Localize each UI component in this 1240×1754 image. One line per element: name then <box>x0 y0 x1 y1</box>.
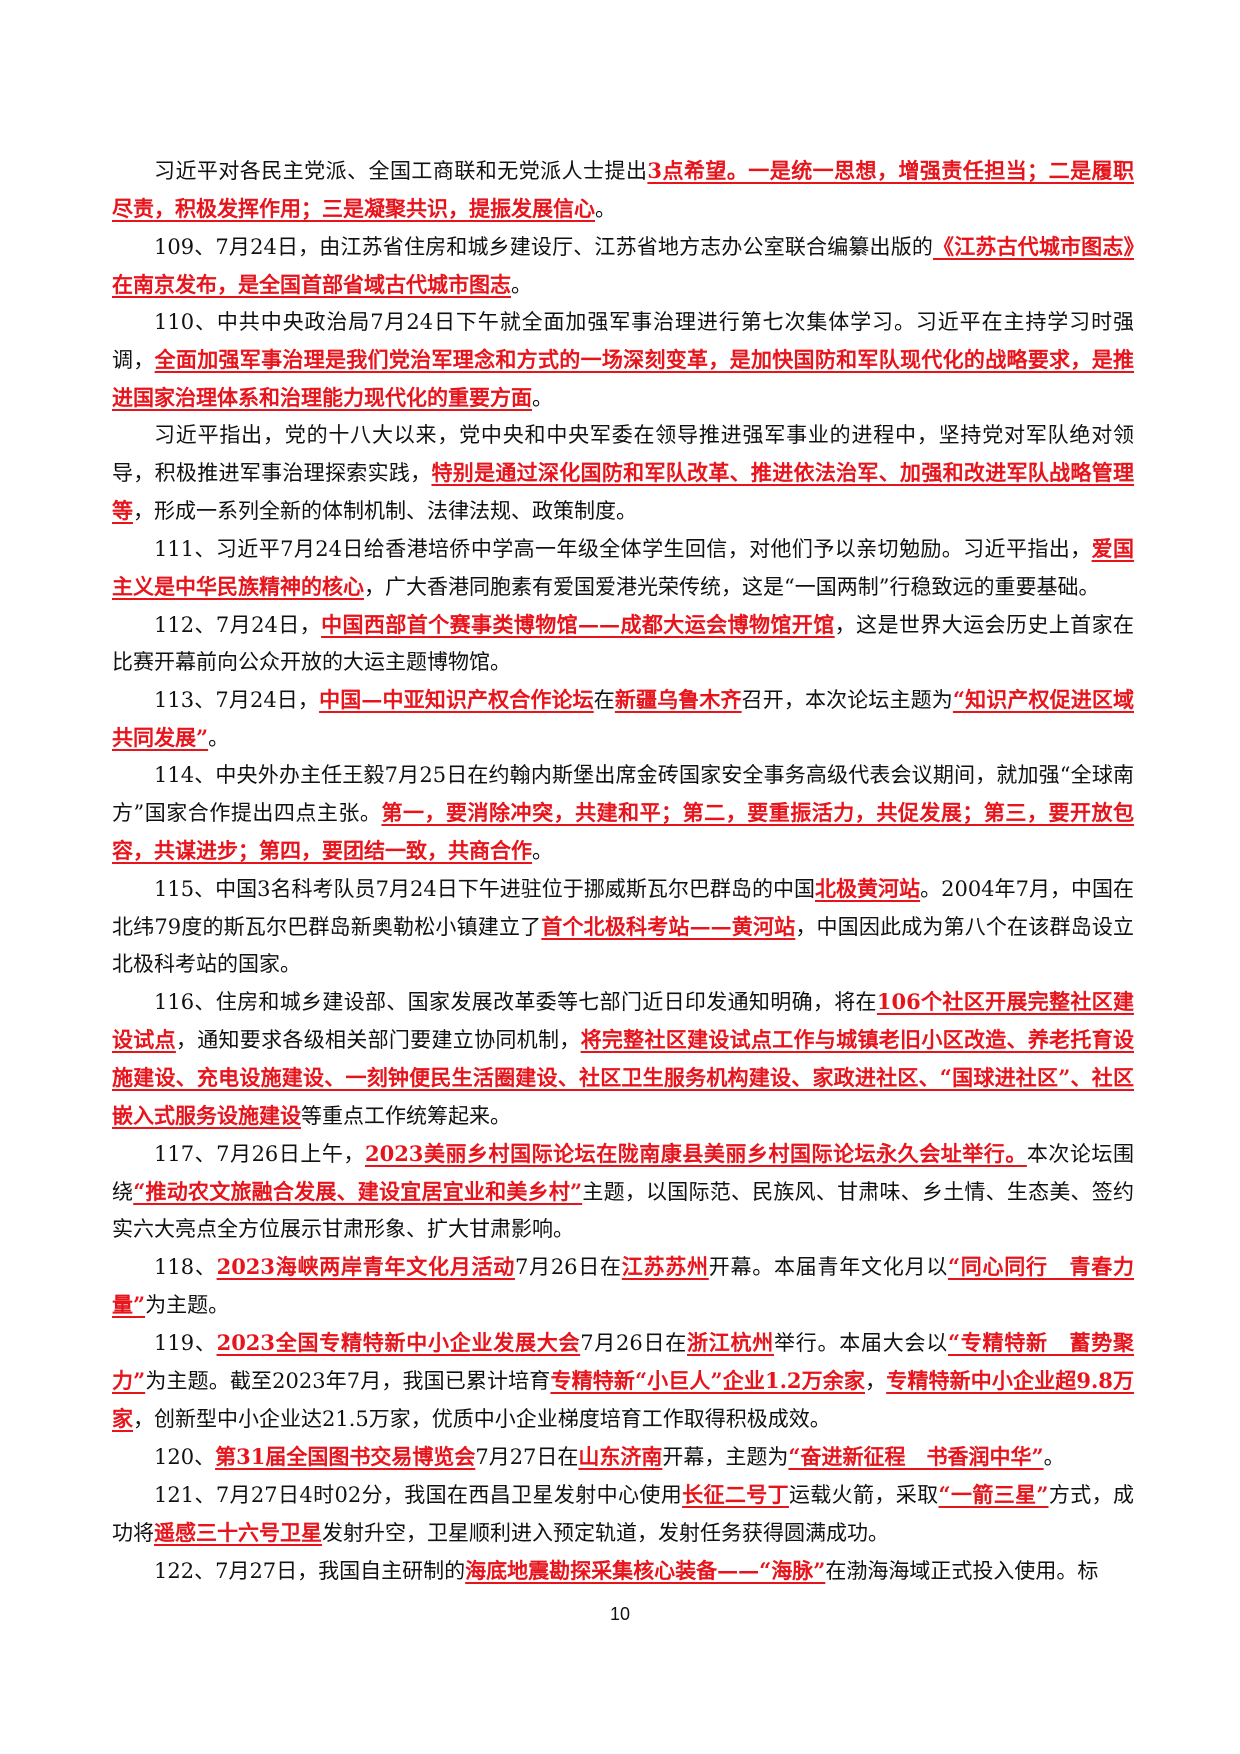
body-text: 在 <box>593 688 615 712</box>
highlighted-text: 长征二号丁 <box>682 1482 789 1507</box>
body-text: 122、7月27日，我国自主研制的 <box>154 1559 466 1583</box>
paragraph: 119、2023全国专精特新中小企业发展大会7月26日在浙江杭州举行。本届大会以… <box>112 1324 1134 1438</box>
body-text: 110、中共中央政治局7月24日下午就全面加强军事治理进行第七次集体学习。习近平… <box>112 310 1134 372</box>
paragraph: 117、7月26日上午，2023美丽乡村国际论坛在陇南康县美丽乡村国际论坛永久会… <box>112 1135 1134 1248</box>
body-text: 开幕，主题为 <box>662 1445 789 1469</box>
highlighted-text: 中国西部首个赛事类博物馆——成都大运会博物馆开馆 <box>321 612 835 637</box>
body-text: 。 <box>532 386 553 410</box>
body-text: 117、7月26日上午， <box>154 1142 365 1166</box>
highlighted-text: 3点希望。一是统一思想，增强责任担当；二是履职尽责，积极发挥作用；三是凝聚共识，… <box>112 158 1134 221</box>
body-text: 。 <box>1043 1445 1065 1469</box>
highlighted-text: 爱国主义是中华民族精神的核心 <box>112 536 1134 599</box>
paragraph: 121、7月27日4时02分，我国在西昌卫星发射中心使用长征二号丁运载火箭，采取… <box>112 1476 1134 1552</box>
body-text: ，通知要求各级相关部门要建立协同机制， <box>175 1028 581 1052</box>
highlighted-text: 特别是通过深化国防和军队改革、推进依法治军、加强和改进军队战略管理等 <box>112 460 1134 523</box>
body-text: 等重点工作统筹起来。 <box>301 1104 511 1128</box>
body-text: 。 <box>208 726 230 750</box>
highlighted-text: 浙江杭州 <box>687 1330 774 1355</box>
body-text: 。 <box>532 839 553 863</box>
paragraph: 114、中央外办主任王毅7月25日在约翰内斯堡出席金砖国家安全事务高级代表会议期… <box>112 757 1134 870</box>
body-text: 120、 <box>154 1445 216 1469</box>
highlighted-text: 2023海峡两岸青年文化月活动 <box>216 1254 515 1279</box>
highlighted-text: “专精特新 蓄势聚力” <box>112 1330 1135 1393</box>
highlighted-text: 2023全国专精特新中小企业发展大会 <box>216 1330 581 1355</box>
body-text: ，创新型中小企业达21.5万家，优质中小企业梯度培育工作取得积极成效。 <box>133 1407 831 1431</box>
paragraph: 109、7月24日，由江苏省住房和城乡建设厅、江苏省地方志办公室联合编纂出版的《… <box>112 228 1134 304</box>
body-text: 111、习近平7月24日给香港培侨中学高一年级全体学生回信，对他们予以亲切勉励。… <box>154 537 1092 561</box>
paragraph: 118、2023海峡两岸青年文化月活动7月26日在江苏苏州开幕。本届青年文化月以… <box>112 1248 1134 1324</box>
document-body: 习近平对各民主党派、全国工商联和无党派人士提出3点希望。一是统一思想，增强责任担… <box>112 152 1134 1590</box>
highlighted-text: 北极黄河站 <box>815 876 921 901</box>
body-text: ，这是世界大运会历史上首家在比赛开幕前向公众开放的大运主题博物馆。 <box>112 613 1135 674</box>
highlighted-text: 海底地震勘探采集核心装备——“海脉” <box>465 1558 826 1583</box>
paragraph: 120、第31届全国图书交易博览会7月27日在山东济南开幕，主题为“奋进新征程 … <box>112 1438 1134 1476</box>
body-text: 109、7月24日，由江苏省住房和城乡建设厅、江苏省地方志办公室联合编纂出版的 <box>154 235 934 259</box>
highlighted-text: “同心同行 青春力量” <box>112 1254 1135 1317</box>
body-text: ，形成一系列全新的体制机制、法律法规、政策制度。 <box>133 499 637 523</box>
highlighted-text: 首个北极科考站——黄河站 <box>541 914 796 939</box>
highlighted-text: 106个社区开展完整社区建设试点 <box>112 989 1134 1052</box>
body-text: 主题，以国际范、民族风、甘肃味、乡土情、生态美、签约实六大亮点全方位展示甘肃形象… <box>112 1180 1135 1241</box>
highlighted-text: 第一，要消除冲突，共建和平；第二，要重振活力，共促发展；第三，要开放包容，共谋进… <box>112 800 1134 863</box>
paragraph: 116、住房和城乡建设部、国家发展改革委等七部门近日印发通知明确，将在106个社… <box>112 983 1134 1135</box>
body-text: 112、7月24日， <box>154 613 322 637</box>
body-text: 为主题。 <box>145 1293 230 1317</box>
page-number: 10 <box>609 1604 631 1624</box>
paragraph: 115、中国3名科考队员7月24日下午进驻位于挪威斯瓦尔巴群岛的中国北极黄河站。… <box>112 870 1134 983</box>
body-text: 方式，成功将 <box>112 1483 1134 1545</box>
highlighted-text: 全面加强军事治理是我们党治军理念和方式的一场深刻变革，是加快国防和军队现代化的战… <box>112 347 1135 410</box>
highlighted-text: 遥感三十六号卫星 <box>154 1520 322 1545</box>
body-text: 举行。本届大会以 <box>774 1331 948 1355</box>
body-text: 118、 <box>154 1255 217 1279</box>
paragraph: 110、中共中央政治局7月24日下午就全面加强军事治理进行第七次集体学习。习近平… <box>112 304 1134 417</box>
highlighted-text: 专精特新“小巨人”企业1.2万余家 <box>550 1368 866 1393</box>
body-text: 习近平指出，党的十八大以来，党中央和中央军委在领导推进强军事业的进程中，坚持党对… <box>112 423 1134 485</box>
body-text: 113、7月24日， <box>154 688 320 712</box>
body-text: 习近平对各民主党派、全国工商联和无党派人士提出 <box>154 159 648 183</box>
body-text: 在渤海海域正式投入使用。标 <box>825 1559 1099 1583</box>
body-text: 为主题。截至2023年7月，我国已累计培育 <box>145 1369 551 1393</box>
body-text: 7月27日在 <box>475 1445 579 1469</box>
highlighted-text: 《江苏古代城市图志》在南京发布，是全国首部省域古代城市图志 <box>112 234 1134 297</box>
highlighted-text: 新疆乌鲁木齐 <box>614 687 742 712</box>
highlighted-text: 江苏苏州 <box>621 1254 709 1279</box>
highlighted-text: 将完整社区建设试点工作与城镇老旧小区改造、养老托育设施建设、充电设施建设、一刻钟… <box>112 1027 1135 1128</box>
highlighted-text: 专精特新中小企业超9.8万家 <box>112 1368 1134 1431</box>
body-text: 。 <box>595 197 616 221</box>
body-text: 开幕。本届青年文化月以 <box>708 1255 948 1279</box>
body-text: 。 <box>511 273 532 297</box>
body-text: 召开，本次论坛主题为 <box>741 688 953 712</box>
body-text: ， <box>865 1369 887 1393</box>
body-text: 运载火箭，采取 <box>788 1483 939 1507</box>
body-text: 115、中国3名科考队员7月24日下午进驻位于挪威斯瓦尔巴群岛的中国 <box>154 877 815 901</box>
highlighted-text: “一箭三星” <box>938 1482 1049 1507</box>
paragraph: 习近平指出，党的十八大以来，党中央和中央军委在领导推进强军事业的进程中，坚持党对… <box>112 417 1134 530</box>
paragraph: 111、习近平7月24日给香港培侨中学高一年级全体学生回信，对他们予以亲切勉励。… <box>112 530 1134 606</box>
body-text: 发射升空，卫星顺利进入预定轨道，发射任务获得圆满成功。 <box>322 1521 889 1545</box>
highlighted-text: “推动农文旅融合发展、建设宜居宜业和美乡村” <box>133 1179 583 1204</box>
body-text: 116、住房和城乡建设部、国家发展改革委等七部门近日印发通知明确，将在 <box>154 990 877 1014</box>
paragraph: 122、7月27日，我国自主研制的海底地震勘探采集核心装备——“海脉”在渤海海域… <box>112 1552 1134 1590</box>
body-text: ，广大香港同胞素有爱国爱港光荣传统，这是“一国两制”行稳致远的重要基础。 <box>364 575 1100 599</box>
highlighted-text: 第31届全国图书交易博览会 <box>215 1444 476 1469</box>
highlighted-text: “奋进新征程 书香润中华” <box>788 1444 1044 1469</box>
body-text: 114、中央外办主任王毅7月25日在约翰内斯堡出席金砖国家安全事务高级代表会议期… <box>112 763 1134 825</box>
paragraph: 习近平对各民主党派、全国工商联和无党派人士提出3点希望。一是统一思想，增强责任担… <box>112 152 1134 228</box>
highlighted-text: 中国—中亚知识产权合作论坛 <box>319 687 594 712</box>
body-text: ，中国因此成为第八个在该群岛设立北极科考站的国家。 <box>112 915 1135 976</box>
body-text: 119、 <box>154 1331 217 1355</box>
body-text: 。2004年7月，中国在北纬79度的斯瓦尔巴群岛新奥勒松小镇建立了 <box>112 877 1135 939</box>
highlighted-text: 2023美丽乡村国际论坛在陇南康县美丽乡村国际论坛永久会址举行。 <box>364 1141 1027 1166</box>
body-text: 121、7月27日4时02分，我国在西昌卫星发射中心使用 <box>154 1483 683 1507</box>
body-text: 7月26日在 <box>580 1331 688 1355</box>
highlighted-text: 山东济南 <box>578 1444 663 1469</box>
body-text: 7月26日在 <box>514 1255 622 1279</box>
paragraph: 113、7月24日，中国—中亚知识产权合作论坛在新疆乌鲁木齐召开，本次论坛主题为… <box>112 681 1134 757</box>
body-text: 本次论坛围绕 <box>112 1142 1135 1204</box>
paragraph: 112、7月24日，中国西部首个赛事类博物馆——成都大运会博物馆开馆，这是世界大… <box>112 606 1134 681</box>
highlighted-text: “知识产权促进区域共同发展” <box>112 687 1135 750</box>
